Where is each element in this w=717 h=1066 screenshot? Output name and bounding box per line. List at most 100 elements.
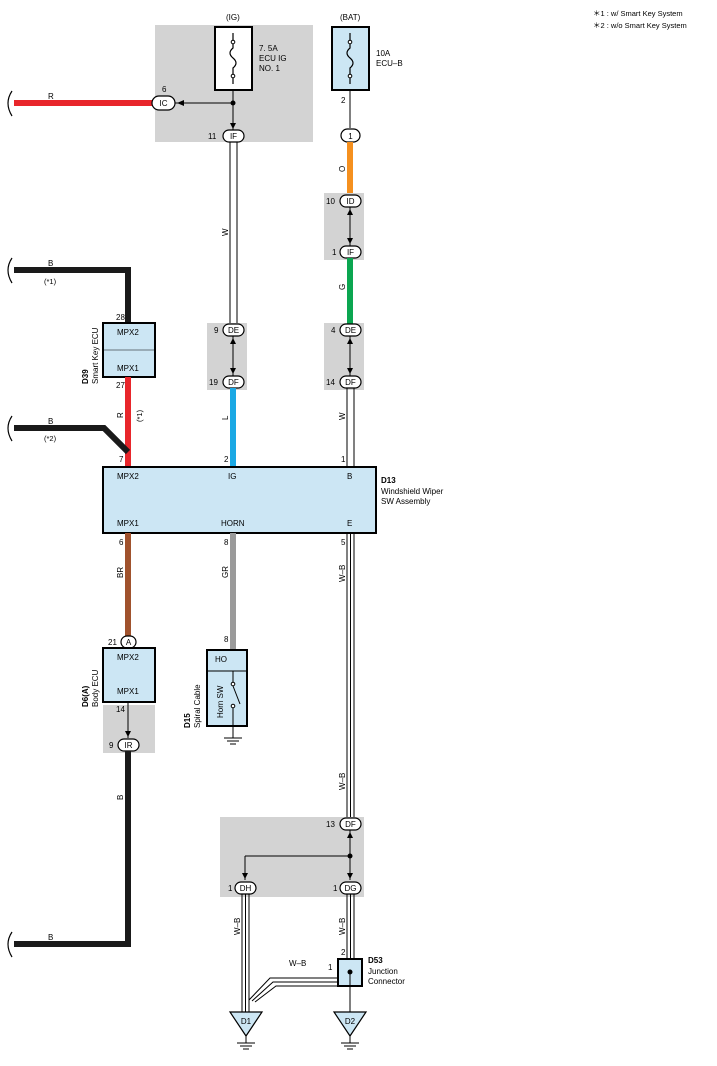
wiper-sw-ig: IG: [228, 472, 236, 481]
b-wire-bottom-label: B: [48, 933, 53, 942]
pin-28: 28: [116, 313, 125, 322]
pin-14-df: 14: [326, 378, 335, 387]
svg-text:A: A: [126, 638, 132, 647]
svg-text:1: 1: [348, 132, 353, 141]
br-wire-label: BR: [116, 567, 125, 578]
wiper-sw-b: B: [347, 472, 352, 481]
svg-text:DF: DF: [345, 820, 356, 829]
w-b-e-wire-label: W–B: [338, 565, 347, 582]
gr-wire-label: GR: [221, 566, 230, 578]
note-2-label: (*2): [44, 434, 57, 443]
smart-key-ecu-code: D39: [81, 369, 90, 384]
junction-connector-name: Junction: [368, 967, 398, 976]
pin-8-ho: 8: [224, 635, 229, 644]
pin-14: 14: [116, 705, 125, 714]
b-wire-smart-key-label: B: [48, 259, 53, 268]
body-ecu-mpx2: MPX2: [117, 653, 139, 662]
o-wire-label: O: [338, 166, 347, 172]
body-ecu-code: D6(A): [81, 685, 90, 707]
body-ecu-mpx1: MPX1: [117, 687, 139, 696]
pin-5-e: 5: [341, 538, 346, 547]
junction-connector-name-2: Connector: [368, 977, 405, 986]
junction-connector-code: D53: [368, 956, 383, 965]
ground-d2-icon: [341, 1042, 359, 1050]
b-wire-mpx2: [14, 425, 131, 455]
pin-8-horn: 8: [224, 538, 229, 547]
wiper-sw-horn: HORN: [221, 519, 245, 528]
horn-sw-label: Horn SW: [216, 685, 225, 718]
note-1: ＊1 : w/ Smart Key System: [593, 9, 683, 18]
fuse-ig-rating: 7. 5A: [259, 44, 278, 53]
pin-27: 27: [116, 381, 125, 390]
note-1-a: (*1): [44, 277, 57, 286]
note-2: ＊2 : w/o Smart Key System: [593, 21, 687, 30]
fuse-bat-supply: (BAT): [340, 13, 361, 22]
svg-text:DE: DE: [345, 326, 356, 335]
pin-11: 11: [208, 132, 217, 141]
fuse-ig-name-2: NO. 1: [259, 64, 280, 73]
spiral-cable-ho: HO: [215, 655, 227, 664]
fuse-ig-element: [229, 33, 237, 84]
svg-text:IF: IF: [347, 248, 354, 257]
body-ecu-name: Body ECU: [91, 669, 100, 707]
pin-2-bat: 2: [341, 96, 346, 105]
wiper-sw-e: E: [347, 519, 352, 528]
fuse-bat-rating: 10A: [376, 49, 391, 58]
body-ecu-box: [102, 647, 156, 703]
wiper-sw-name-2: SW Assembly: [381, 497, 430, 506]
svg-text:DH: DH: [240, 884, 252, 893]
g-wire-label: G: [338, 284, 347, 290]
pin-21: 21: [108, 638, 117, 647]
pin-10: 10: [326, 197, 335, 206]
w-b-wire-label: W: [338, 412, 347, 420]
spiral-cable-name: Spiral Cable: [193, 684, 202, 728]
b-wire-bottom: [14, 751, 131, 947]
r-wire-mpx2-label: R: [116, 412, 125, 418]
pin-2-d53: 2: [341, 948, 346, 957]
r-wire-top-label: R: [48, 92, 54, 101]
pin-2-ig: 2: [224, 455, 229, 464]
b-wire-smart-key: [14, 267, 131, 325]
fuse-bat-element: [346, 33, 354, 84]
svg-text:DE: DE: [228, 326, 239, 335]
connector-if-top: [222, 129, 245, 143]
w-b-dh-wire-label: W–B: [233, 918, 242, 935]
wiper-sw-name: Windshield Wiper: [381, 487, 444, 496]
pin-1-d53: 1: [328, 963, 333, 972]
fuse-bat-name: ECU–B: [376, 59, 403, 68]
pin-4-de: 4: [331, 326, 336, 335]
ground-d1: [228, 1011, 264, 1038]
pin-1-b: 1: [341, 455, 346, 464]
pin-9-de: 9: [214, 326, 219, 335]
ground-d1-icon: [237, 1042, 255, 1050]
b-body-wire-label: B: [116, 795, 125, 800]
ground-d2: [332, 1011, 368, 1038]
spiral-cable-box: [206, 649, 248, 727]
spiral-cable-ground-icon: [224, 737, 242, 745]
pin-1-if: 1: [332, 248, 337, 257]
note-1-b: (*1): [135, 409, 144, 422]
pin-6-mpx1: 6: [119, 538, 124, 547]
spiral-cable-code: D15: [183, 713, 192, 728]
wiper-sw-mpx1: MPX1: [117, 519, 139, 528]
svg-text:ID: ID: [347, 197, 355, 206]
svg-text:D1: D1: [241, 1017, 252, 1026]
smart-key-ecu-mpx2: MPX2: [117, 328, 139, 337]
connector-df-right: [339, 375, 362, 389]
svg-text:D2: D2: [345, 1017, 356, 1026]
pin-1-dg: 1: [333, 884, 338, 893]
svg-text:IR: IR: [125, 741, 133, 750]
wiper-sw-assembly-box: [102, 466, 377, 534]
pin-9-ir: 9: [109, 741, 114, 750]
w-wire-label: W: [221, 228, 230, 236]
pin-13-df: 13: [326, 820, 335, 829]
svg-text:DG: DG: [345, 884, 357, 893]
w-b-d53-wire-label: W–B: [289, 959, 306, 968]
svg-text:IC: IC: [160, 99, 168, 108]
b-wire-mpx2-label: B: [48, 417, 53, 426]
svg-text:DF: DF: [345, 378, 356, 387]
fuse-ig-supply: (IG): [226, 13, 240, 22]
w-b-dg-wire-label: W–B: [338, 918, 347, 935]
wiper-sw-mpx2: MPX2: [117, 472, 139, 481]
